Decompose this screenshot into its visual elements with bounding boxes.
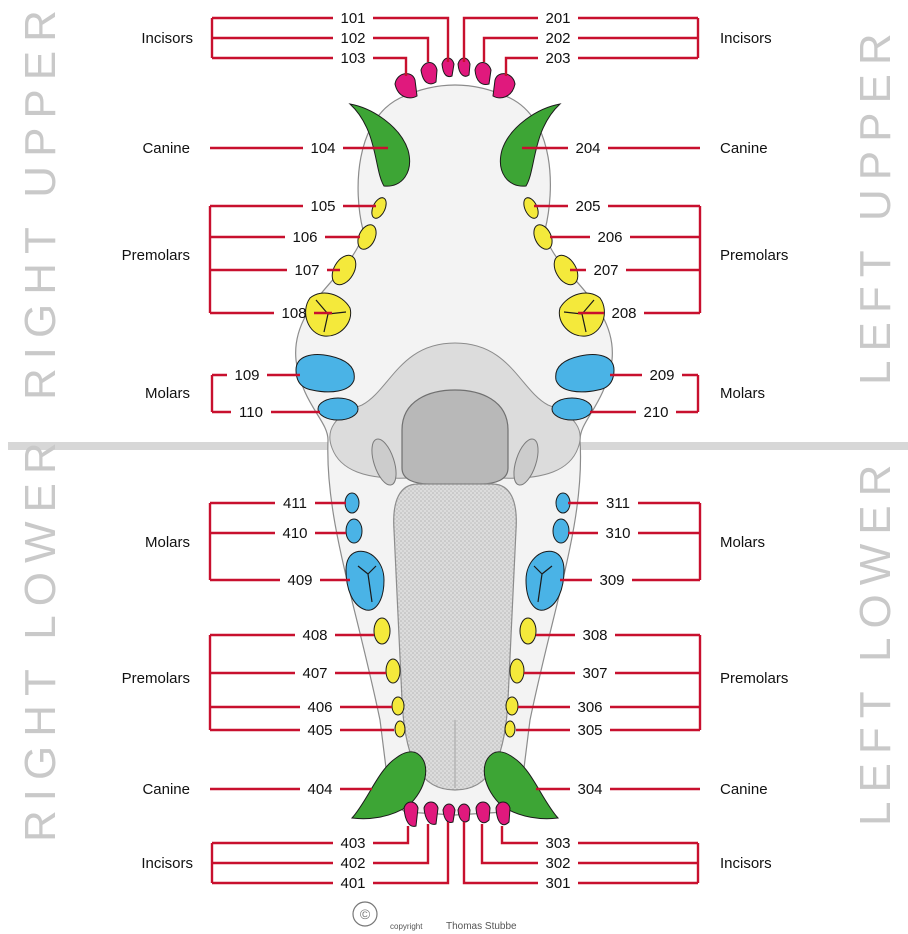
group-label-left-lower-premolars: Premolars — [720, 670, 788, 687]
label-311: 311 — [606, 495, 630, 512]
label-101: 101 — [340, 10, 365, 27]
label-308: 308 — [582, 627, 607, 644]
label-103: 103 — [340, 50, 365, 67]
label-401: 401 — [340, 875, 365, 892]
group-label-left-upper-molars: Molars — [720, 385, 765, 402]
label-306: 306 — [577, 699, 602, 716]
label-206: 206 — [597, 229, 622, 246]
side-label-left-lower: LEFT LOWER — [851, 456, 900, 826]
group-label-left-upper-incisors: Incisors — [720, 30, 772, 47]
label-204: 204 — [575, 140, 600, 157]
label-301: 301 — [545, 875, 570, 892]
group-label-left-lower-incisors: Incisors — [720, 855, 772, 872]
copyright-symbol: © — [360, 906, 371, 922]
label-404: 404 — [307, 781, 332, 798]
group-label-right-upper-molars: Molars — [145, 385, 190, 402]
label-105: 105 — [310, 198, 335, 215]
group-label-left-upper-canine: Canine — [720, 140, 768, 157]
label-403: 403 — [340, 835, 365, 852]
tooth-407 — [386, 659, 400, 683]
tooth-306 — [506, 697, 518, 715]
label-202: 202 — [545, 30, 570, 47]
label-303: 303 — [545, 835, 570, 852]
group-label-right-upper-canine: Canine — [142, 140, 190, 157]
label-304: 304 — [577, 781, 602, 798]
label-108: 108 — [281, 305, 306, 322]
label-102: 102 — [340, 30, 365, 47]
throat — [402, 390, 508, 484]
label-408: 408 — [302, 627, 327, 644]
tooth-403 — [404, 802, 418, 826]
tooth-305 — [505, 721, 515, 737]
group-label-right-lower-canine: Canine — [142, 781, 190, 798]
copyright-word: copyright — [390, 922, 423, 931]
tooth-103 — [395, 74, 417, 98]
label-207: 207 — [593, 262, 618, 279]
tooth-411 — [345, 493, 359, 513]
group-label-right-lower-premolars: Premolars — [122, 670, 190, 687]
tooth-406 — [392, 697, 404, 715]
label-210: 210 — [643, 404, 668, 421]
label-110: 110 — [239, 404, 263, 421]
group-label-right-lower-molars: Molars — [145, 534, 190, 551]
label-406: 406 — [307, 699, 332, 716]
label-208: 208 — [611, 305, 636, 322]
label-106: 106 — [292, 229, 317, 246]
tooth-402 — [424, 802, 438, 824]
side-label-left-upper: LEFT UPPER — [851, 24, 900, 385]
group-label-right-upper-premolars: Premolars — [122, 247, 190, 264]
label-305: 305 — [577, 722, 602, 739]
label-411: 411 — [283, 495, 307, 512]
label-410: 410 — [282, 525, 307, 542]
label-409: 409 — [287, 572, 312, 589]
tooth-203 — [493, 74, 515, 98]
label-310: 310 — [605, 525, 630, 542]
label-405: 405 — [307, 722, 332, 739]
label-109: 109 — [234, 367, 259, 384]
tooth-410 — [346, 519, 362, 543]
tooth-110 — [318, 398, 358, 420]
tooth-408 — [374, 618, 390, 644]
side-label-right-lower: RIGHT LOWER — [16, 433, 65, 842]
label-203: 203 — [545, 50, 570, 67]
tooth-202 — [475, 63, 491, 85]
tooth-210 — [552, 398, 592, 420]
tooth-102 — [421, 63, 437, 84]
group-label-right-lower-incisors: Incisors — [141, 855, 193, 872]
tooth-401 — [443, 804, 455, 823]
side-label-right-upper: RIGHT UPPER — [16, 1, 65, 400]
tooth-311 — [556, 493, 570, 513]
group-label-left-lower-molars: Molars — [720, 534, 765, 551]
label-307: 307 — [582, 665, 607, 682]
label-107: 107 — [294, 262, 319, 279]
label-201: 201 — [545, 10, 570, 27]
group-label-left-upper-premolars: Premolars — [720, 247, 788, 264]
tooth-301 — [458, 804, 470, 822]
tooth-308 — [520, 618, 536, 644]
group-label-right-upper-incisors: Incisors — [141, 30, 193, 47]
label-209: 209 — [649, 367, 674, 384]
label-205: 205 — [575, 198, 600, 215]
tooth-303 — [496, 802, 510, 825]
tooth-302 — [476, 802, 490, 823]
tooth-310 — [553, 519, 569, 543]
tooth-405 — [395, 721, 405, 737]
label-302: 302 — [545, 855, 570, 872]
copyright-author: Thomas Stubbe — [446, 921, 517, 932]
group-label-left-lower-canine: Canine — [720, 781, 768, 798]
label-104: 104 — [310, 140, 335, 157]
label-402: 402 — [340, 855, 365, 872]
tooth-307 — [510, 659, 524, 683]
label-407: 407 — [302, 665, 327, 682]
label-309: 309 — [599, 572, 624, 589]
